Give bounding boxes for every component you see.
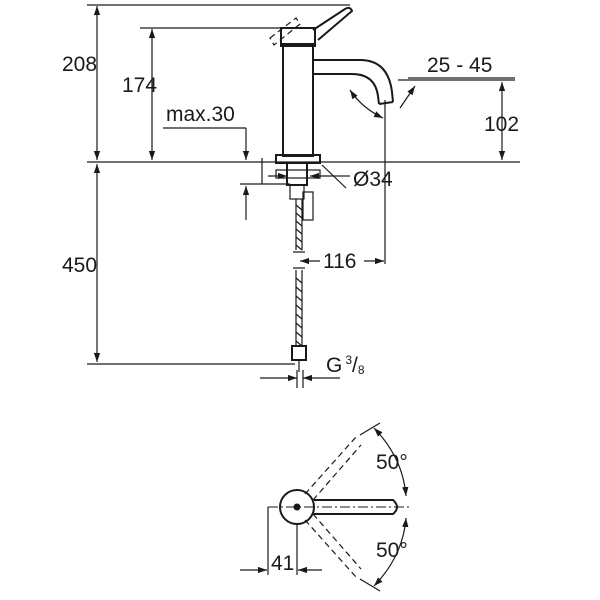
lever-alternate-position	[269, 17, 301, 46]
dimension-swivel-angle: 25 - 45	[349, 54, 515, 119]
hose-length-label: 450	[62, 254, 97, 277]
spout-height-label: 174	[122, 74, 157, 97]
dimension-lever-angle-top: 50°	[373, 427, 409, 497]
dimension-lever-angle-bottom: 50°	[373, 517, 409, 587]
aerator-height-label: 102	[484, 113, 519, 136]
reference-lines	[87, 4, 520, 365]
faucet-top-cap	[280, 27, 316, 47]
flexible-hose	[291, 199, 307, 372]
lever-angle-top-label: 50°	[376, 451, 408, 474]
dimension-lever-offset: 41	[240, 552, 322, 575]
faucet-top-view	[267, 422, 410, 592]
spout-top	[314, 499, 398, 515]
mounting-shank	[286, 162, 308, 186]
spout	[313, 59, 394, 103]
total-height-label: 208	[62, 53, 97, 76]
lever-angle-bottom-label: 50°	[376, 539, 408, 562]
dimension-aerator-height: 102	[484, 82, 519, 160]
lever-swing-dashed-upper	[304, 436, 357, 495]
faucet-body	[282, 43, 314, 157]
reach-label: 116	[323, 250, 356, 273]
lever-swing-dashed-lower	[304, 519, 357, 578]
faucet-center-dot	[293, 503, 301, 511]
dimension-hole-diameter: Ø34	[268, 164, 393, 191]
hose-connector	[291, 345, 307, 361]
fixing-nut	[289, 184, 305, 200]
max-thickness-label: max.30	[166, 103, 235, 126]
lever-handle	[312, 6, 354, 41]
hole-diameter-label: Ø34	[353, 168, 393, 191]
dimension-hose-length: 450	[62, 164, 101, 362]
faucet-side-view	[269, 6, 394, 372]
dimension-spout-height: 174	[122, 29, 157, 160]
swivel-angle-label: 25 - 45	[427, 54, 492, 77]
dimension-total-height: 208	[62, 6, 101, 160]
dimension-max-thickness: max.30	[163, 103, 250, 220]
lever-offset-label: 41	[271, 552, 294, 575]
dimension-reach: 116	[300, 249, 384, 273]
